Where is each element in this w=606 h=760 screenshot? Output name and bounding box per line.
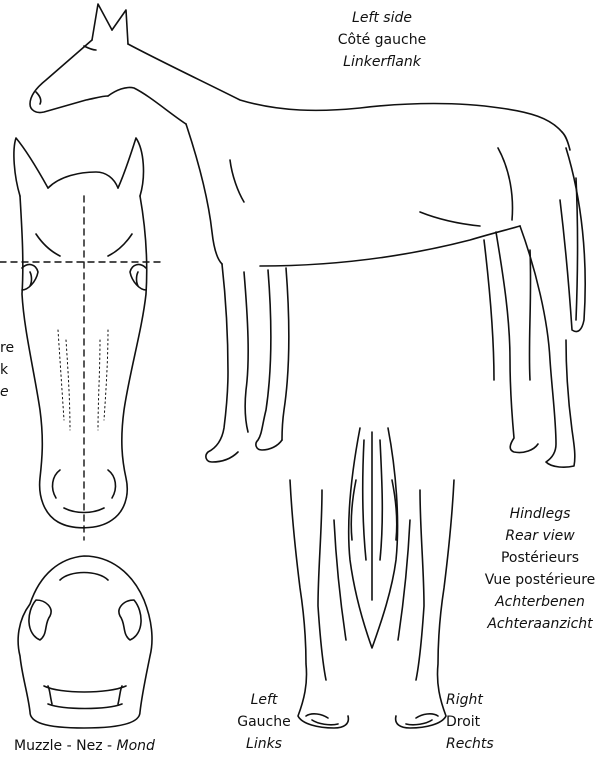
label-left: Left [234, 690, 294, 710]
label-partial-front-3: e [0, 382, 18, 402]
label-muzzle-part1: Muzzle - Nez - [14, 738, 117, 754]
label-rechts: Rechts [446, 734, 510, 754]
label-left-side: Left side [316, 8, 448, 28]
label-achterbenen: Achterbenen [474, 592, 606, 612]
label-posterieurs: Postérieurs [474, 548, 606, 568]
horse-head-front-drawing [0, 138, 160, 540]
muzzle-drawing [18, 556, 152, 728]
horse-left-side-drawing [30, 4, 585, 467]
label-linkerflank: Linkerflank [316, 52, 448, 72]
label-muzzle: Muzzle - Nez - Mond [14, 736, 214, 756]
label-vue-posterieure: Vue postérieure [474, 570, 606, 590]
hindlegs-rear-drawing [290, 428, 454, 728]
label-rear-view: Rear view [474, 526, 606, 546]
label-muzzle-mond: Mond [117, 738, 155, 754]
label-links: Links [234, 734, 294, 754]
label-right: Right [446, 690, 510, 710]
label-hindlegs: Hindlegs [474, 504, 606, 524]
label-achteraanzicht: Achteraanzicht [474, 614, 606, 634]
label-partial-front-2: k [0, 360, 18, 380]
label-cote-gauche: Côté gauche [316, 30, 448, 50]
label-droit: Droit [446, 712, 510, 732]
label-gauche: Gauche [234, 712, 294, 732]
label-partial-front-1: re [0, 338, 18, 358]
